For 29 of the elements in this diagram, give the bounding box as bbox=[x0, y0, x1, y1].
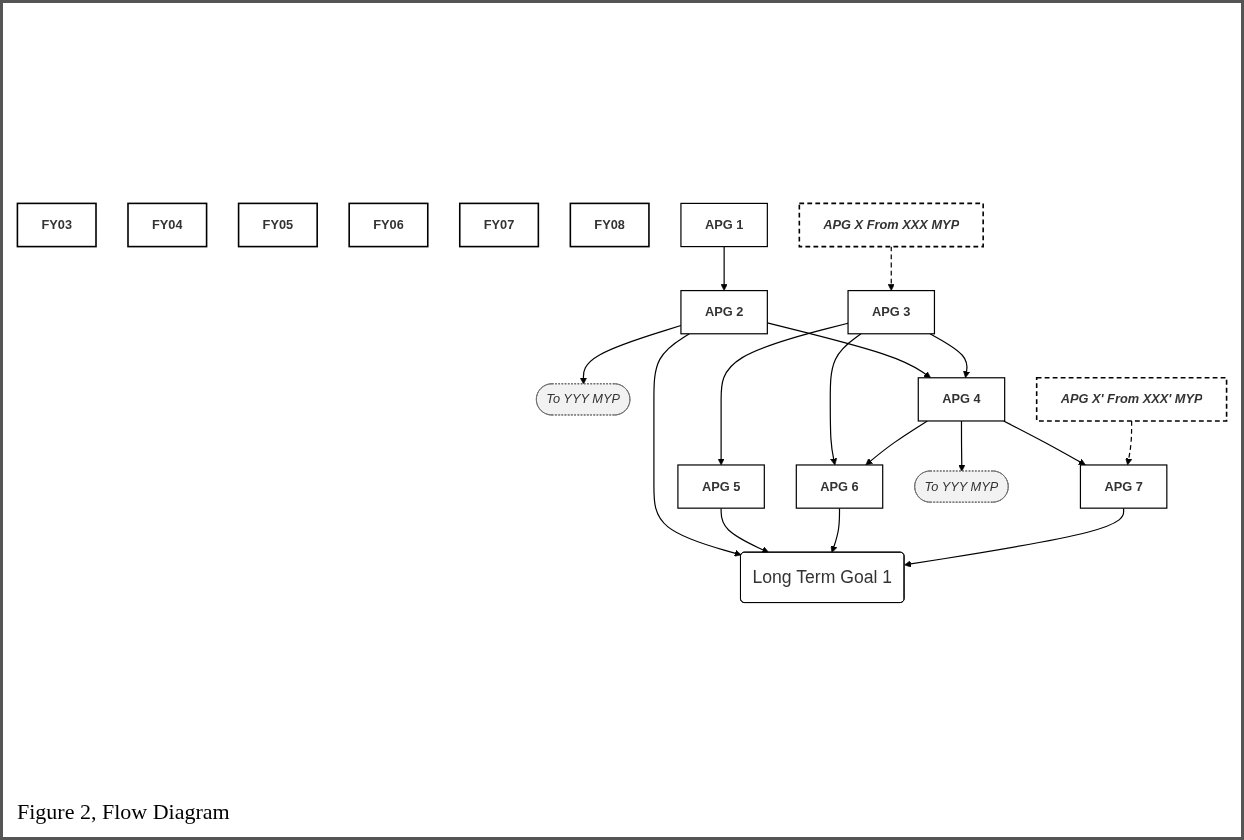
node-box: APG 6 bbox=[795, 464, 884, 509]
node-box: APG 4 bbox=[917, 377, 1006, 422]
node-box: APG 5 bbox=[677, 464, 765, 509]
arrow bbox=[904, 507, 1125, 568]
arrow bbox=[720, 507, 769, 554]
arrow bbox=[1125, 420, 1133, 466]
node-box: APG 7 bbox=[1079, 464, 1168, 509]
node-box: FY08 bbox=[569, 202, 650, 248]
arrow bbox=[653, 333, 742, 557]
node-box: APG X' From XXX' MYP bbox=[1035, 377, 1228, 422]
node-box: FY04 bbox=[127, 202, 208, 248]
node-box: APG 3 bbox=[847, 290, 936, 335]
arrow bbox=[929, 333, 971, 379]
node-box: FY03 bbox=[16, 202, 97, 248]
arrow bbox=[830, 507, 841, 553]
arrow bbox=[1003, 420, 1086, 466]
node-box: FY05 bbox=[237, 202, 318, 248]
node-box: FY06 bbox=[348, 202, 429, 248]
arrow bbox=[720, 246, 728, 291]
figure-caption: Figure 2, Flow Diagram bbox=[17, 799, 231, 825]
node-box: APG 2 bbox=[680, 290, 768, 335]
arrow bbox=[887, 246, 895, 291]
arrow bbox=[958, 420, 966, 472]
node-box: FY07 bbox=[458, 202, 540, 248]
node-box: APG 1 bbox=[680, 202, 768, 248]
arrow bbox=[865, 420, 928, 466]
arrow bbox=[829, 333, 862, 466]
node-box: APG X From XXX MYP bbox=[798, 202, 984, 248]
arrow bbox=[717, 322, 849, 466]
